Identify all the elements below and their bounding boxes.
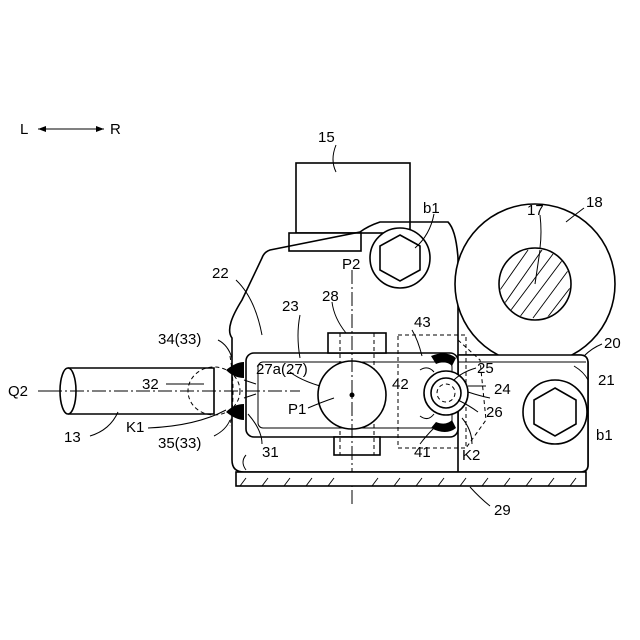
label-p1: P1: [288, 401, 306, 418]
pulley: [455, 204, 615, 364]
base-plate: [236, 472, 586, 486]
label-31: 31: [262, 444, 279, 461]
weld-upper: [226, 362, 244, 378]
label-28: 28: [322, 288, 339, 305]
direction-left-label: L: [20, 121, 28, 138]
label-35-33: 35(33): [158, 435, 201, 452]
label-17: 17: [527, 202, 544, 219]
direction-right-label: R: [110, 121, 121, 138]
label-41: 41: [414, 444, 431, 461]
weld-lower: [226, 404, 244, 420]
label-b1-right: b1: [596, 427, 613, 444]
label-20: 20: [604, 335, 621, 352]
label-k2: K2: [462, 447, 480, 464]
label-22: 22: [212, 265, 229, 282]
bolt-top: [370, 228, 430, 288]
label-34-33: 34(33): [158, 331, 201, 348]
label-27a-27: 27a(27): [256, 361, 308, 378]
label-32: 32: [142, 376, 159, 393]
label-26: 26: [486, 404, 503, 421]
label-42: 42: [392, 376, 409, 393]
bolt-right: [523, 380, 587, 444]
direction-arrow: L R: [20, 121, 121, 138]
label-p2: P2: [342, 256, 360, 273]
label-13: 13: [64, 429, 81, 446]
label-q2: Q2: [8, 383, 28, 400]
label-25: 25: [477, 360, 494, 377]
label-21: 21: [598, 372, 615, 389]
label-15: 15: [318, 129, 335, 146]
label-k1: K1: [126, 419, 144, 436]
label-43: 43: [414, 314, 431, 331]
label-24: 24: [494, 381, 511, 398]
label-23: 23: [282, 298, 299, 315]
label-29: 29: [494, 502, 511, 519]
label-b1-top: b1: [423, 200, 440, 217]
label-18: 18: [586, 194, 603, 211]
